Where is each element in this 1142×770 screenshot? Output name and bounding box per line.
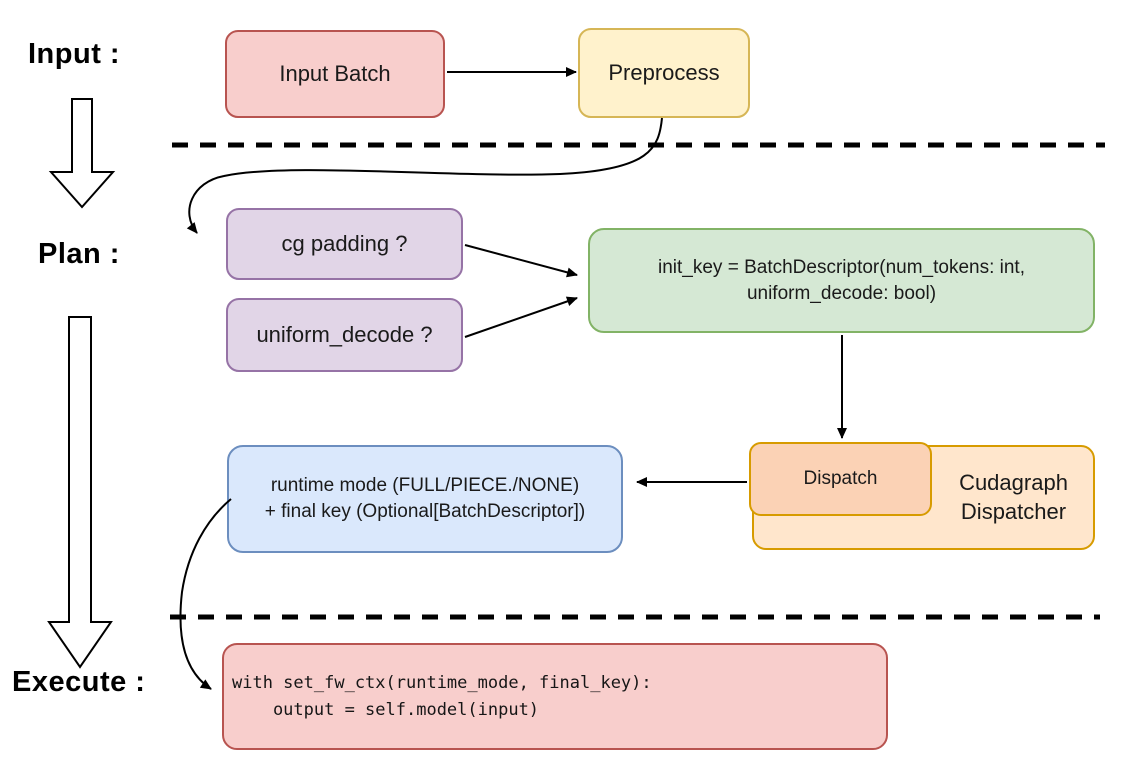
uniform-decode-label: uniform_decode ? [256, 322, 433, 348]
uniform-decode-node: uniform_decode ? [226, 298, 463, 372]
preprocess-node: Preprocess [578, 28, 750, 118]
runtime-mode-line1: runtime mode (FULL/PIECE./NONE) [270, 475, 580, 497]
execute-code-node: with set_fw_ctx(runtime_mode, final_key)… [222, 643, 888, 750]
runtime-mode-node: runtime mode (FULL/PIECE./NONE) + final … [227, 445, 623, 553]
execute-code-line1: with set_fw_ctx(runtime_mode, final_key)… [232, 672, 652, 693]
init-key-line1: init_key = BatchDescriptor(num_tokens: i… [658, 256, 1025, 278]
input-batch-node: Input Batch [225, 30, 445, 118]
cudagraph-dispatcher-line1: Cudagraph [959, 469, 1068, 495]
stage-label-input: Input : [28, 38, 121, 70]
preprocess-label: Preprocess [608, 60, 720, 86]
cg-padding-label: cg padding ? [281, 231, 408, 257]
dispatch-node: Dispatch [749, 442, 932, 516]
input-to-plan-block-arrow-icon [48, 98, 116, 209]
stage-label-execute: Execute : [12, 666, 146, 698]
runtime-mode-line2: + final key (Optional[BatchDescriptor]) [264, 501, 586, 522]
edge-cg-padding-to-init-key [464, 244, 578, 278]
init-key-line2: uniform_decode: bool) [746, 282, 937, 304]
edge-uniform-decode-to-init-key [464, 296, 578, 338]
cudagraph-dispatcher-line2: Dispatcher [960, 498, 1067, 524]
execute-code-line2: output = self.model(input) [232, 699, 540, 720]
cg-padding-node: cg padding ? [226, 208, 463, 280]
input-batch-label: Input Batch [279, 61, 391, 87]
cudagraph-dispatcher-caption: Cudagraph Dispatcher [932, 445, 1095, 550]
plan-to-execute-block-arrow-icon [47, 316, 113, 669]
stage-label-plan: Plan : [38, 238, 120, 270]
dispatch-label: Dispatch [803, 468, 878, 490]
init-key-node: init_key = BatchDescriptor(num_tokens: i… [588, 228, 1095, 333]
